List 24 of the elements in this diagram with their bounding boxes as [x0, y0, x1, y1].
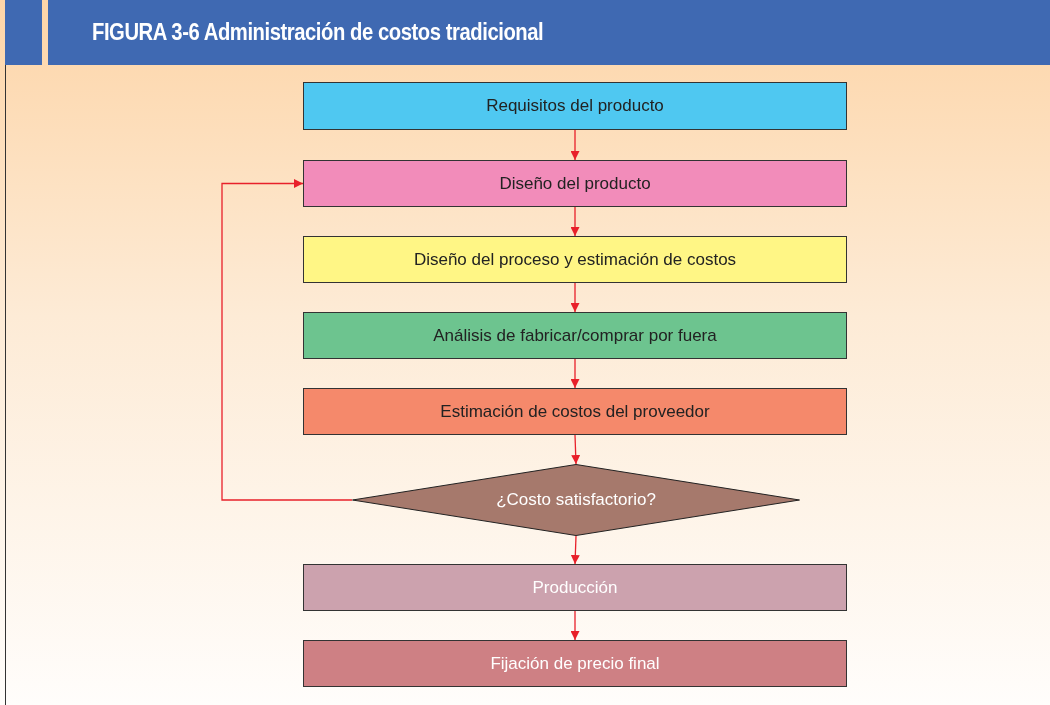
process-box	[303, 564, 847, 611]
figure-title: FIGURA 3-6 Administración de costos tradicional	[92, 19, 544, 46]
arrow	[570, 610, 580, 641]
node-label: Diseño del producto	[499, 173, 651, 194]
arrow	[221, 179, 353, 501]
process-box	[303, 388, 847, 435]
process-box	[303, 82, 847, 130]
node-label: ¿Costo satisfactorio?	[496, 490, 656, 510]
process-box	[303, 236, 847, 283]
arrow	[570, 282, 580, 313]
arrow	[571, 434, 581, 465]
process-box	[303, 160, 847, 207]
node-label: Diseño del proceso y estimación de costos	[413, 249, 737, 270]
node-label: Producción	[532, 577, 618, 598]
node-label: Estimación de costos del proveedor	[440, 401, 710, 422]
arrow	[570, 358, 580, 389]
node-label: Fijación de precio final	[490, 653, 660, 674]
arrow	[570, 535, 580, 565]
arrow	[570, 206, 580, 237]
node-label: Requisitos del producto	[486, 96, 664, 116]
process-box	[303, 312, 847, 359]
node-label: Análisis de fabricar/comprar por fuera	[433, 325, 717, 346]
process-box	[303, 640, 847, 687]
arrow	[570, 129, 580, 161]
